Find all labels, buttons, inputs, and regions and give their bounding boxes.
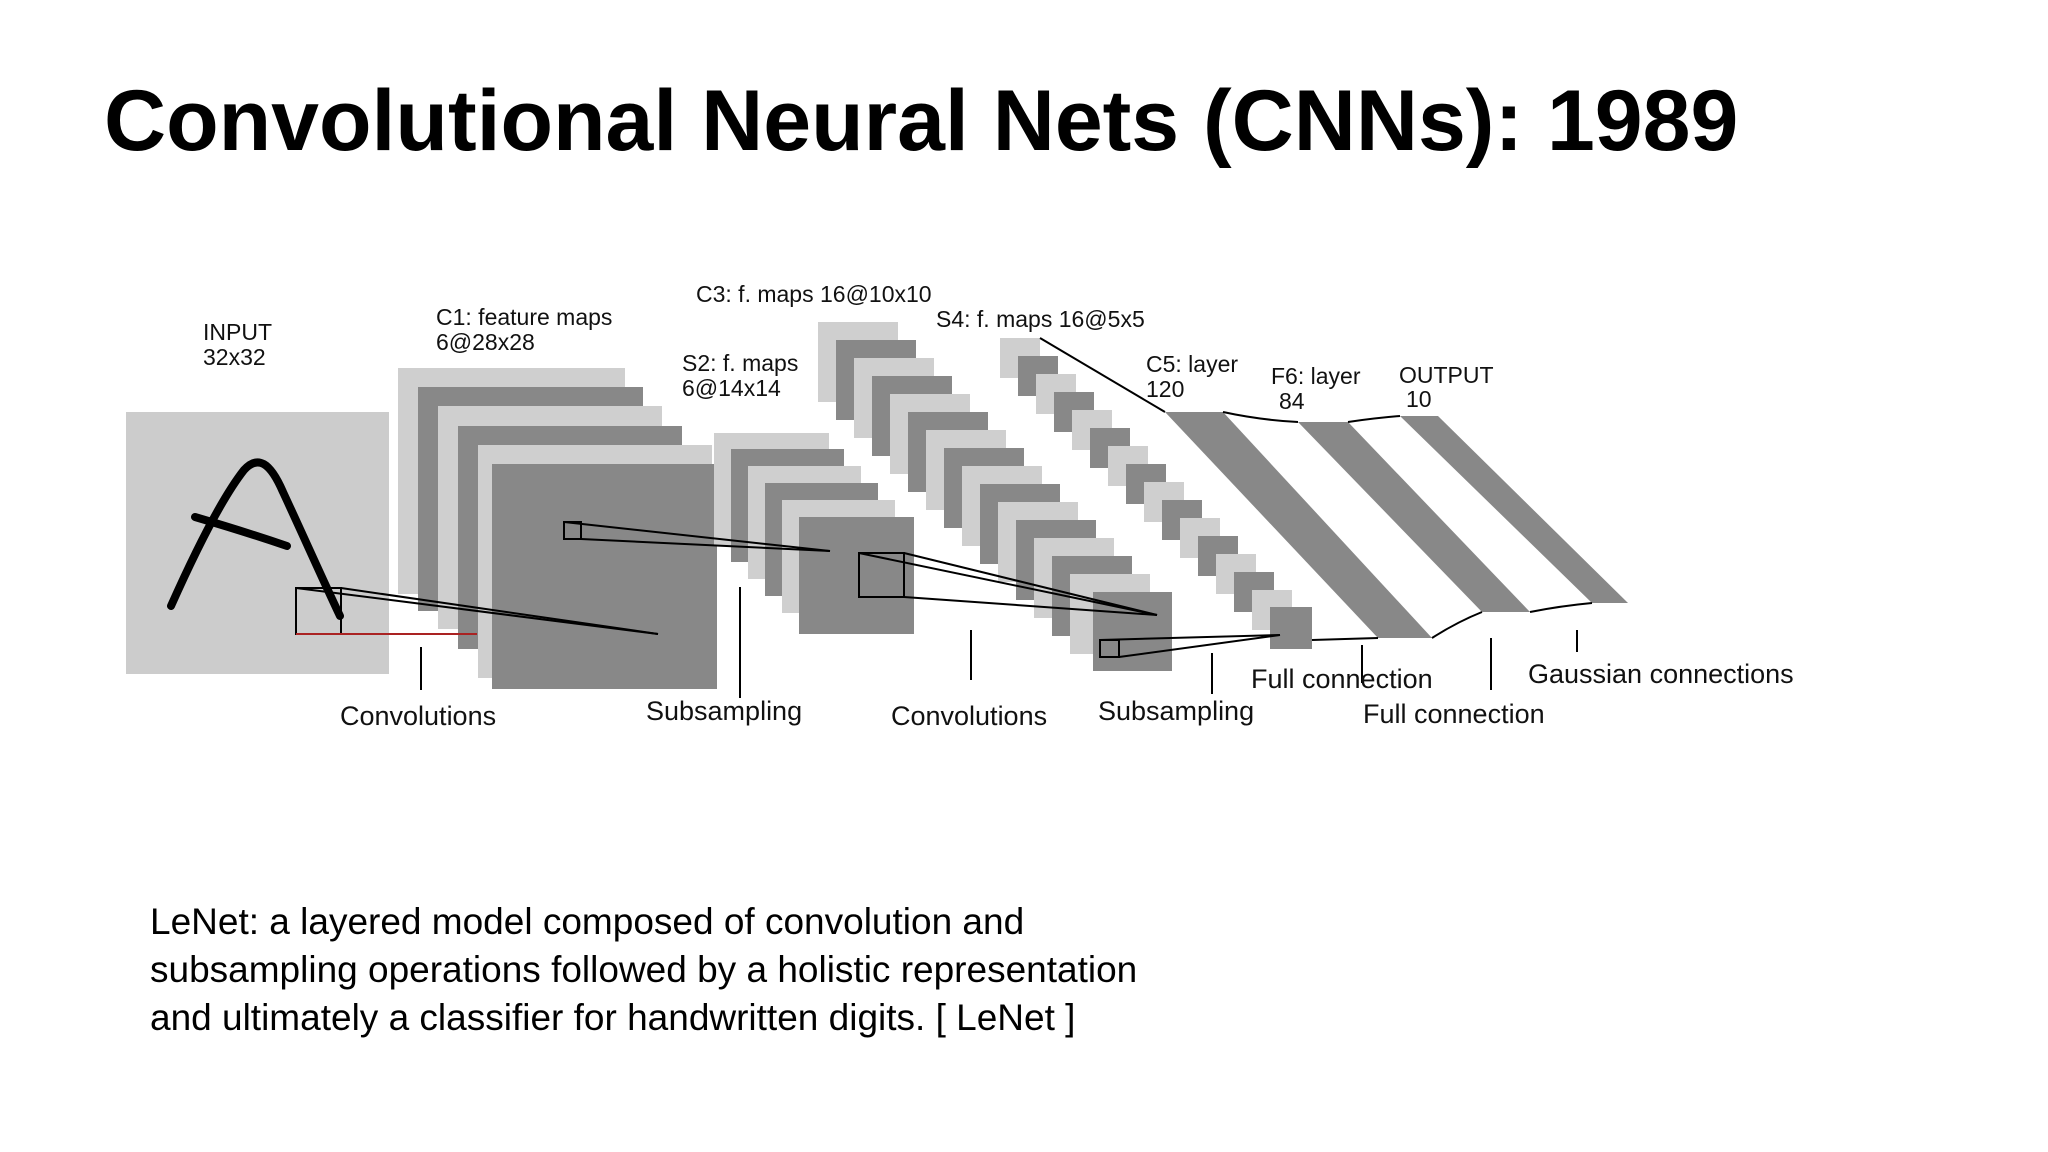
s2-label: S2: f. maps (682, 350, 798, 376)
c1-label: C1: feature maps (436, 304, 612, 330)
caption-line: LeNet: a layered model composed of convo… (150, 901, 1025, 942)
gaussian-connections-label: Gaussian connections (1528, 659, 1794, 689)
f6-layer: F6: layer 84 (1271, 363, 1530, 612)
slide-title: Convolutional Neural Nets (CNNs): 1989 (104, 73, 1739, 169)
s2-size-label: 6@14x14 (682, 375, 781, 401)
full-connection-label-2: Full connection (1363, 699, 1545, 729)
input-layer: INPUT 32x32 (126, 319, 389, 674)
c1-feature-maps: C1: feature maps 6@28x28 (398, 304, 717, 689)
output-layer: OUTPUT 10 (1399, 362, 1628, 603)
caption-line: subsampling operations followed by a hol… (150, 949, 1138, 990)
output-label: OUTPUT (1399, 362, 1494, 388)
input-label: INPUT (203, 319, 272, 345)
c3-label: C3: f. maps 16@10x10 (696, 281, 932, 307)
convolutions-label-2: Convolutions (891, 701, 1047, 731)
full-connection-label-1: Full connection (1251, 664, 1433, 694)
f6-label: F6: layer (1271, 363, 1361, 389)
convolutions-label-1: Convolutions (340, 701, 496, 731)
operation-labels: Convolutions Subsampling Convolutions Su… (340, 659, 1794, 731)
operation-ticks (420, 587, 1578, 698)
handwritten-a-glyph (167, 458, 344, 620)
s2-receptive-field (858, 552, 905, 598)
s4-feature-maps: S4: f. maps 16@5x5 (936, 306, 1312, 649)
slide-caption: LeNet: a layered model composed of convo… (150, 898, 1350, 1042)
c1-size-label: 6@28x28 (436, 329, 535, 355)
s4-label: S4: f. maps 16@5x5 (936, 306, 1145, 332)
subsampling-label-1: Subsampling (646, 696, 802, 726)
input-size-label: 32x32 (203, 344, 266, 370)
c5-layer: C5: layer 120 (1146, 351, 1432, 638)
connection-lines (295, 337, 1593, 658)
c5-size-label: 120 (1146, 376, 1184, 402)
c5-label: C5: layer (1146, 351, 1238, 377)
subsampling-label-2: Subsampling (1098, 696, 1254, 726)
caption-line: and ultimately a classifier for handwrit… (150, 997, 1076, 1038)
output-size-label: 10 (1406, 386, 1432, 412)
c3-feature-maps: C3: f. maps 16@10x10 (696, 281, 1172, 671)
f6-size-label: 84 (1279, 388, 1305, 414)
s2-feature-maps: S2: f. maps 6@14x14 (682, 350, 914, 634)
